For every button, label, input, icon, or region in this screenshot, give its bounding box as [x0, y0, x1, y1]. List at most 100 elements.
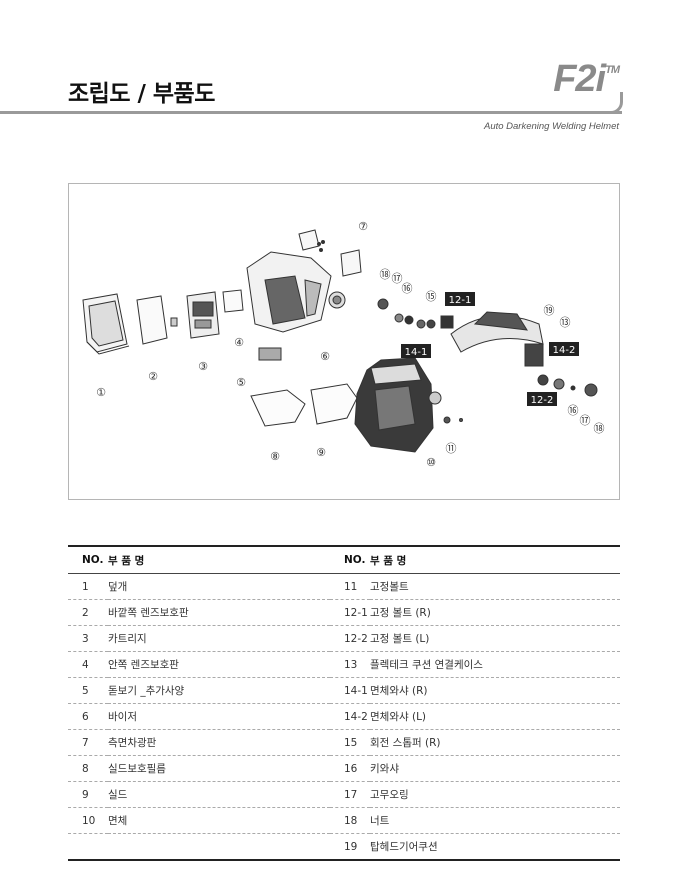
part-shield-drawing	[310, 383, 358, 425]
part-shield-film-drawing	[250, 389, 306, 427]
part-no-right: 14-2	[330, 703, 370, 730]
part-name-left: 바깥쪽 렌즈보호판	[108, 599, 330, 626]
part-shell-drawing	[354, 357, 442, 453]
part-outer-lens-drawing	[136, 295, 168, 345]
part-name-left: 바이저	[108, 703, 330, 730]
part-clip-drawing	[170, 317, 178, 327]
exploded-diagram: ① ② ③ ④ ⑤ ⑥ ⑦ ⑧ ⑨ ⑩ ⑪ ⑬ ⑮ ⑯ ⑰ ⑱ ⑲ ⑯ ⑰ ⑱ …	[68, 183, 620, 500]
part-magnifier-drawing	[258, 347, 282, 361]
brand-logo: F2iTM	[553, 58, 620, 101]
part-no-right: 15	[330, 729, 370, 756]
part-no-right: 12-1	[330, 599, 370, 626]
callout-18: ⑱	[380, 268, 391, 281]
table-header-row: NO. 부 품 명 NO. 부 품 명	[68, 546, 620, 574]
part-cartridge-drawing	[186, 291, 220, 339]
part-name-right: 고정 볼트 (L)	[370, 625, 620, 652]
part-name-right: 탑헤드기어쿠션	[370, 841, 438, 853]
callout-3: ③	[198, 360, 208, 373]
part-name-left: 카트리지	[108, 625, 330, 652]
part-name-left: 측면차광판	[108, 729, 330, 756]
part-name-right: 플렉테크 쿠션 연결케이스	[370, 651, 620, 678]
callout-4: ④	[234, 336, 244, 349]
part-visor-drawing	[246, 251, 346, 333]
part-name-right: 고정볼트	[370, 573, 620, 600]
brand-trademark: TM	[605, 64, 620, 76]
part-name-right: 고무오링	[370, 781, 620, 808]
callout-8: ⑧	[270, 450, 280, 463]
part-no-left: 8	[68, 755, 108, 782]
part-headgear-drawing	[450, 311, 544, 367]
callout-2: ②	[148, 370, 158, 383]
table-row: 19 탑헤드기어쿠션	[68, 834, 620, 861]
callout-16: ⑯	[402, 282, 413, 295]
part-no-right: 16	[330, 755, 370, 782]
callout-1: ①	[96, 386, 106, 399]
brand-subtitle: Auto Darkening Welding Helmet	[483, 121, 619, 132]
header-rule-curve	[605, 92, 623, 114]
part-name-left: 면체	[108, 807, 330, 834]
part-no-left	[68, 834, 108, 861]
callout-18b: ⑱	[594, 422, 605, 435]
part-side-shade-left-drawing	[298, 229, 320, 251]
part-name-left	[108, 834, 330, 861]
callout-16b: ⑯	[568, 404, 579, 417]
part-no-right: 18	[330, 807, 370, 834]
part-name-left: 실드	[108, 781, 330, 808]
part-no-right: 14-1	[330, 677, 370, 704]
header-name-right: 부 품 명	[370, 546, 620, 574]
tag-12-2: 12-2	[531, 395, 554, 406]
callout-11: ⑪	[446, 442, 457, 455]
part-inner-lens-drawing	[222, 289, 244, 313]
part-name-right: 면체와샤 (L)	[370, 703, 620, 730]
part-name-right: 너트	[370, 807, 620, 834]
part-no-left: 1	[68, 573, 108, 600]
callout-7: ⑦	[358, 220, 368, 233]
part-no-right: 13	[330, 651, 370, 678]
part-no-right: 11	[330, 573, 370, 600]
tag-14-1: 14-1	[405, 347, 428, 358]
part-no-right: 12-2	[330, 625, 370, 652]
header-no-left: NO.	[68, 546, 108, 574]
callout-19: ⑲	[544, 304, 555, 317]
part-side-shade-right-drawing	[340, 249, 362, 277]
part-name-right: 면체와샤 (R)	[370, 677, 620, 704]
part-no-left: 10	[68, 807, 108, 834]
brand-name: F2i	[553, 58, 606, 100]
callout-10: ⑩	[426, 456, 436, 469]
part-name-right: 키와샤	[370, 755, 620, 782]
callout-17: ⑰	[392, 272, 403, 285]
header-rule	[0, 111, 622, 114]
callout-13: ⑬	[560, 316, 571, 329]
part-no-left: 9	[68, 781, 108, 808]
tag-14-2: 14-2	[553, 345, 576, 356]
tag-12-1: 12-1	[449, 295, 472, 306]
part-name-left: 돋보기 _추가사양	[108, 677, 330, 704]
callout-9: ⑨	[316, 446, 326, 459]
header-name-left: 부 품 명	[108, 546, 330, 574]
part-no-left: 2	[68, 599, 108, 626]
part-no-left: 4	[68, 651, 108, 678]
part-name-right: 고정 볼트 (R)	[370, 599, 620, 626]
part-no-left: 5	[68, 677, 108, 704]
part-no-left: 6	[68, 703, 108, 730]
part-name-left: 안쪽 렌즈보호판	[108, 651, 330, 678]
part-name-right: 회전 스톱퍼 (R)	[370, 729, 620, 756]
callout-5: ⑤	[236, 376, 246, 389]
part-name-left: 덮개	[108, 573, 330, 600]
callout-15: ⑮	[426, 290, 437, 303]
part-no-right: 17	[330, 781, 370, 808]
part-no-left: 7	[68, 729, 108, 756]
callout-17b: ⑰	[580, 414, 591, 427]
part-name-left: 실드보호필름	[108, 755, 330, 782]
part-no-right: 19	[344, 840, 358, 853]
